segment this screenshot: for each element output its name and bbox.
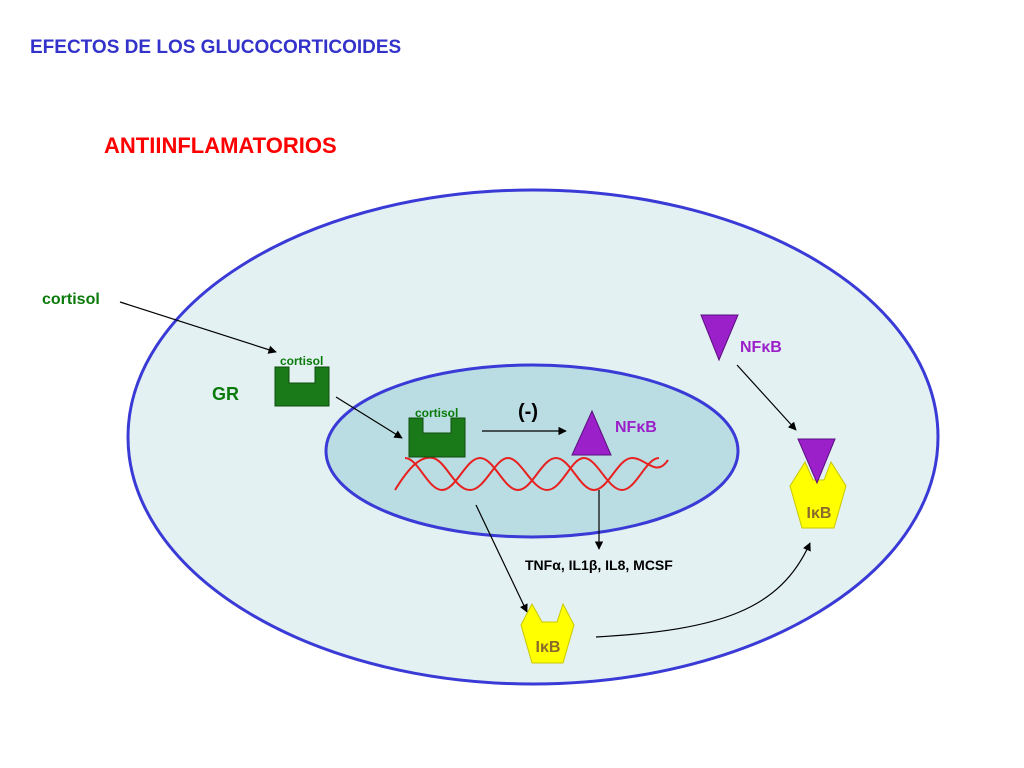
ikb-synthesized-shape [520, 602, 575, 664]
ikb-complex-shape [789, 460, 847, 529]
ikb-binding-arrow [595, 542, 811, 638]
dna-strand-a [394, 456, 660, 492]
nuclear-complex-ligand-label: cortisol [415, 406, 458, 420]
cytokines-label: TNFα, IL1β, IL8, MCSF [525, 557, 673, 573]
cortisol-gr-complex [408, 417, 466, 458]
nfkb-nuclear-triangle [571, 409, 612, 456]
receptor-ligand-label: cortisol [280, 354, 323, 368]
translocation-arrow [335, 396, 403, 439]
ikb-complex-label: IκB [807, 505, 832, 522]
dna-strand-b [404, 456, 669, 492]
nfkb-cytoplasm-triangle [700, 314, 739, 362]
cortisol-label: cortisol [42, 291, 100, 308]
nfkb-binding-arrow [736, 364, 797, 431]
ikb-synthesis-arrow [475, 504, 528, 613]
receptor-label: GR [212, 384, 239, 404]
slide-title: EFECTOS DE LOS GLUCOCORTICOIDES [30, 37, 401, 58]
cortisol-entry-arrow [119, 301, 277, 354]
slide-subtitle: ANTIINFLAMATORIOS [104, 133, 337, 158]
nfkb-complex-triangle [797, 438, 836, 485]
nfkb-nucleus-label: NFκB [615, 419, 657, 436]
nucleus [324, 363, 740, 539]
glucocorticoid-receptor [274, 366, 330, 407]
nfkb-cytoplasm-label: NFκB [740, 339, 782, 356]
ikb-synthesized-label: IκB [536, 639, 561, 656]
inhibition-label: (-) [518, 401, 538, 423]
